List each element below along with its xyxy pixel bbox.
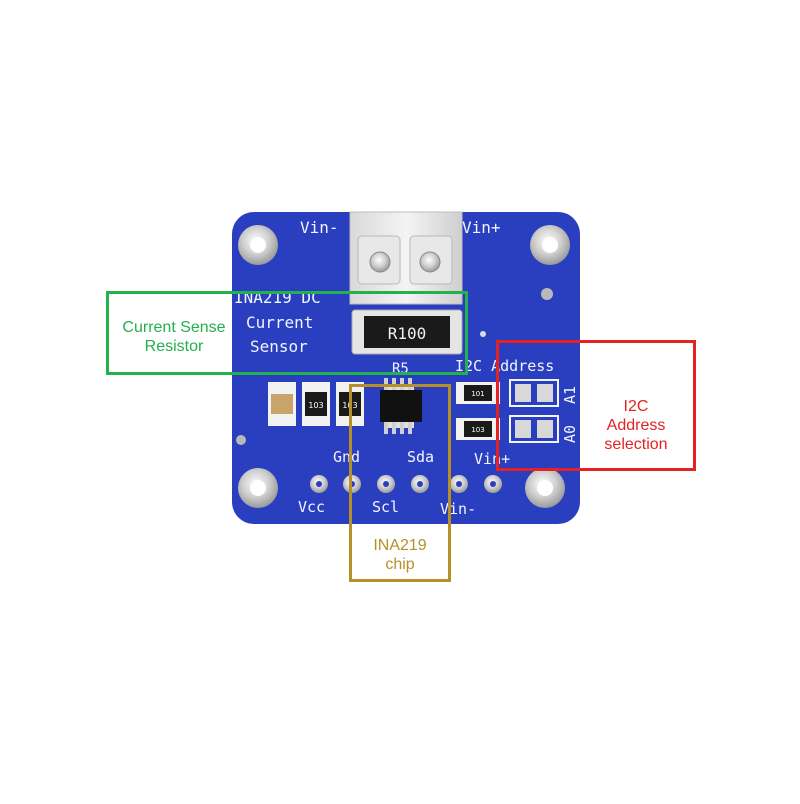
ina219-line1: INA219: [373, 537, 427, 554]
i2c-line3: selection: [604, 436, 668, 453]
sda-label: Sda: [407, 448, 434, 466]
current-sense-line2: Resistor: [144, 338, 204, 355]
title-line3: Sensor: [250, 337, 308, 356]
vcc-label: Vcc: [298, 498, 325, 516]
vin-plus-top-label: Vin+: [462, 218, 501, 237]
a0-label: A0: [561, 425, 579, 443]
ina219-chip-callout-label: INA219 chip: [352, 536, 448, 574]
i2c-line1: I2C: [623, 398, 649, 415]
i2c-address-callout-label: I2C Address selection: [584, 397, 688, 454]
gnd-label: Gnd: [333, 448, 360, 466]
current-sense-callout-label: Current Sense Resistor: [108, 318, 240, 356]
vin-minus-top-label: Vin-: [300, 218, 339, 237]
pcb-body: [232, 212, 580, 524]
i2c-line2: Address: [606, 417, 666, 434]
i2c-address-label: I2C Address: [455, 357, 554, 375]
i2c-address-callout-box: [496, 340, 696, 471]
ina219-line2: chip: [385, 556, 415, 573]
terminal-screw-right: [419, 251, 441, 273]
ina219-chip-callout-box: [349, 384, 451, 582]
vin-plus-bottom-label: Vin+: [474, 450, 510, 468]
a1-label: A1: [561, 386, 579, 404]
smd-103-c-text: 103: [471, 426, 484, 434]
terminal-screw-left: [369, 251, 391, 273]
smd-101-text: 101: [471, 390, 484, 398]
scl-label: Scl: [372, 498, 399, 516]
current-sense-callout-box: [106, 291, 468, 375]
resistor-marking: R100: [388, 324, 427, 343]
address-jumper-a1: [509, 379, 559, 407]
address-jumper-a0: [509, 415, 559, 443]
title-line2: Current: [246, 313, 313, 332]
current-sense-line1: Current Sense: [122, 319, 226, 336]
smd-103-a-text: 103: [308, 401, 323, 410]
